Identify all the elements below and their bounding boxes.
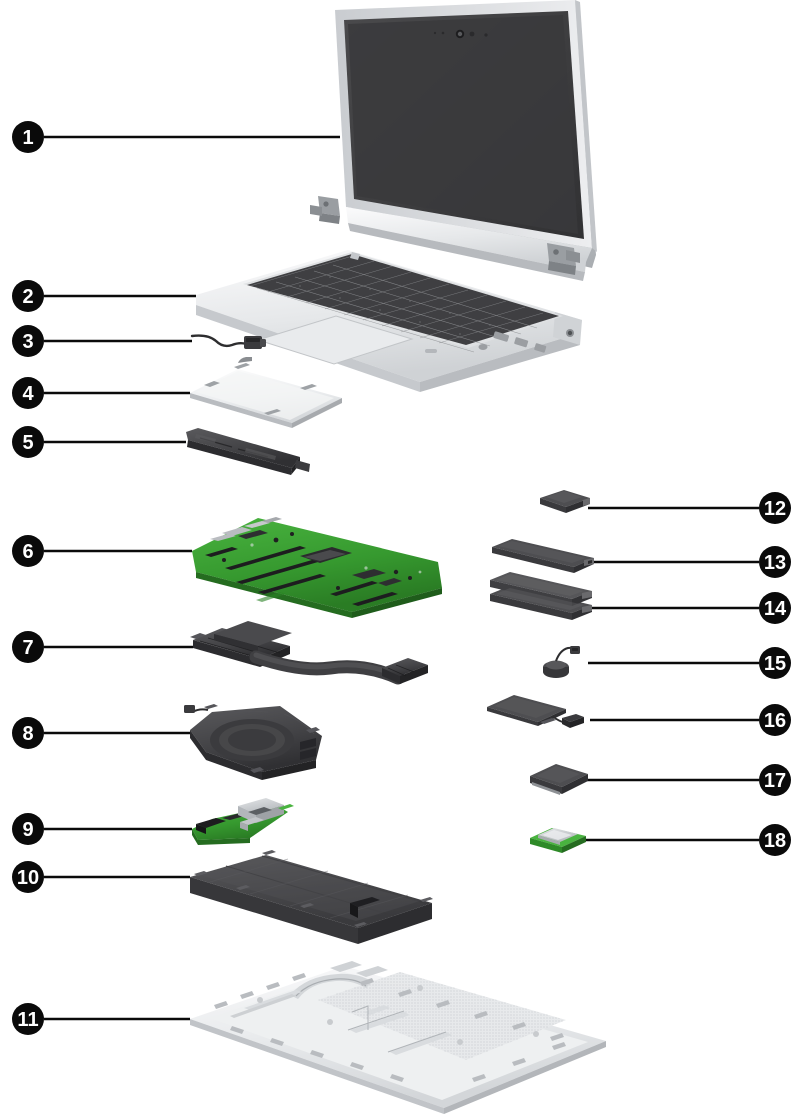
callout-11[interactable]: 11 bbox=[12, 1003, 44, 1035]
part-touchpad bbox=[190, 357, 342, 428]
callout-10[interactable]: 10 bbox=[12, 861, 44, 893]
part-touchpad-cable bbox=[190, 334, 266, 349]
callout-13-number: 13 bbox=[764, 552, 786, 574]
callout-3-number: 3 bbox=[22, 331, 33, 353]
callout-4[interactable]: 4 bbox=[12, 377, 44, 409]
callout-4-number: 4 bbox=[22, 383, 34, 405]
callout-12[interactable]: 12 bbox=[759, 492, 791, 524]
callout-15[interactable]: 15 bbox=[759, 647, 791, 679]
part-top-cover-with-keyboard bbox=[196, 250, 582, 392]
callout-badges: 1 2 3 4 5 6 7 8 bbox=[12, 121, 791, 1035]
board-rear-ports bbox=[210, 517, 282, 541]
callout-12-number: 12 bbox=[764, 498, 786, 520]
part-fan bbox=[184, 704, 322, 780]
callout-18-number: 18 bbox=[764, 830, 786, 852]
webcam-area bbox=[433, 29, 488, 39]
callout-17-number: 17 bbox=[764, 770, 786, 792]
callout-6-number: 6 bbox=[22, 541, 33, 563]
part-nfc-module bbox=[530, 764, 588, 795]
part-bottom-cover bbox=[190, 961, 606, 1114]
part-solid-state-drive bbox=[492, 539, 594, 573]
callout-7-number: 7 bbox=[22, 637, 33, 659]
part-display-assembly bbox=[310, 0, 597, 281]
part-wlan-module bbox=[540, 490, 590, 513]
touchpad-brackets bbox=[204, 363, 317, 415]
callout-14-number: 14 bbox=[764, 598, 787, 620]
callout-17[interactable]: 17 bbox=[759, 764, 791, 796]
part-battery bbox=[190, 850, 433, 944]
leader-lines bbox=[44, 135, 759, 1021]
callout-13[interactable]: 13 bbox=[759, 546, 791, 578]
display-hinge-right bbox=[547, 243, 580, 275]
callout-9-number: 9 bbox=[22, 819, 33, 841]
part-system-board bbox=[192, 517, 442, 618]
callout-2[interactable]: 2 bbox=[12, 280, 44, 312]
part-wireless-antenna bbox=[487, 695, 584, 728]
part-usb-connector-board bbox=[192, 798, 294, 845]
part-fingerprint-reader-board bbox=[530, 828, 586, 853]
callout-18[interactable]: 18 bbox=[759, 824, 791, 856]
callout-8[interactable]: 8 bbox=[12, 717, 44, 749]
callout-14[interactable]: 14 bbox=[759, 592, 791, 624]
part-memory-modules bbox=[490, 572, 592, 620]
callout-1[interactable]: 1 bbox=[12, 121, 44, 153]
callout-1-number: 1 bbox=[22, 127, 33, 149]
callout-7[interactable]: 7 bbox=[12, 631, 44, 663]
part-heat-sink bbox=[190, 621, 428, 685]
callout-16[interactable]: 16 bbox=[759, 704, 791, 736]
callout-15-number: 15 bbox=[764, 653, 786, 675]
callout-5-number: 5 bbox=[22, 432, 33, 454]
part-rtc-battery bbox=[543, 646, 580, 678]
callout-6[interactable]: 6 bbox=[12, 535, 44, 567]
callout-8-number: 8 bbox=[22, 723, 33, 745]
display-hinge-left bbox=[310, 196, 340, 224]
callout-11-number: 11 bbox=[17, 1009, 38, 1031]
callout-5[interactable]: 5 bbox=[12, 426, 44, 458]
callout-9[interactable]: 9 bbox=[12, 813, 44, 845]
callout-3[interactable]: 3 bbox=[12, 325, 44, 357]
part-speaker bbox=[186, 428, 310, 475]
callout-10-number: 10 bbox=[17, 867, 39, 889]
callout-16-number: 16 bbox=[764, 710, 786, 732]
keyboard-keys bbox=[247, 254, 559, 353]
right-side-ports bbox=[425, 329, 574, 353]
callout-2-number: 2 bbox=[22, 286, 33, 308]
